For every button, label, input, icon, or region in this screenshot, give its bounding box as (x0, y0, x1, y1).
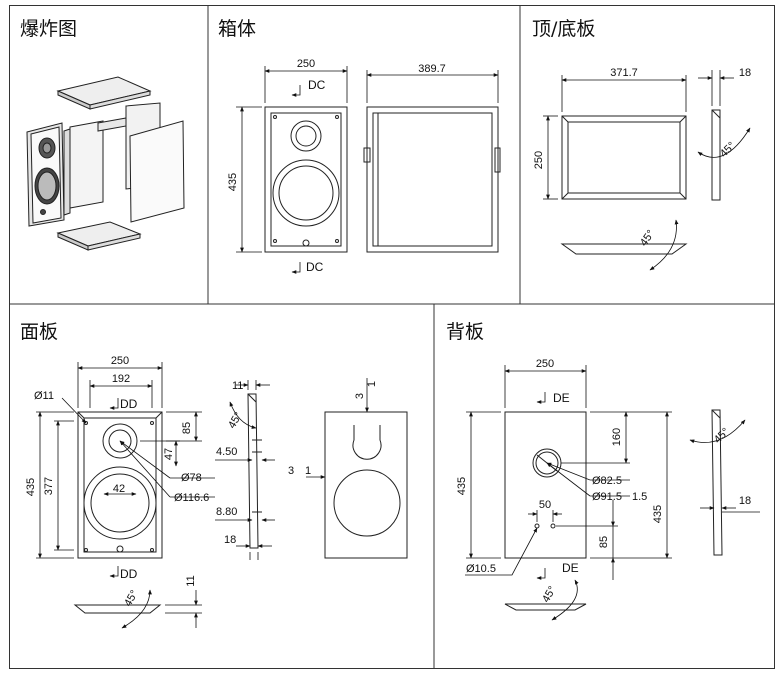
topbottom-length-label: 371.7 (610, 67, 638, 79)
back-section-top: DE (553, 391, 570, 405)
back-side-18-label: 18 (739, 495, 751, 507)
front-labels: 250 192 435 377 Ø11 DD DD 85 47 Ø78 42 Ø… (25, 355, 378, 609)
topbottom-thickness-label: 18 (739, 67, 751, 79)
back-port-depth-label: 1.5 (632, 491, 647, 503)
back-port-dia-label: Ø82.5 (592, 475, 622, 487)
front-section-top: DD (120, 397, 138, 411)
front-baffle-view (73, 411, 163, 614)
exploded-view (26, 76, 185, 251)
exploded-title: 爆炸图 (20, 18, 78, 40)
back-section-bottom: DE (562, 561, 579, 575)
back-terminal-hole-label: Ø10.5 (466, 563, 496, 575)
cabinet-labels: 250 389.7 435 DC DC (227, 58, 446, 274)
front-section-bottom: DD (120, 567, 138, 581)
frame (9, 5, 775, 669)
front-42-label: 42 (113, 483, 125, 495)
back-height-left-label: 435 (456, 477, 468, 495)
cabinet-side-view (363, 106, 501, 253)
back-50-label: 50 (539, 499, 551, 511)
cabinet-section-top: DC (308, 78, 326, 92)
front-bottom-angle-label: 45° (122, 588, 141, 608)
cabinet-section-bottom: DC (306, 260, 324, 274)
front-side-880-label: 8.80 (216, 506, 237, 518)
back-title: 背板 (446, 321, 485, 343)
front-side-18-label: 18 (224, 534, 236, 546)
topbottom-dimensions (543, 70, 751, 271)
back-side-angle-label: 45° (712, 426, 732, 446)
front-85-label: 85 (181, 422, 193, 434)
front-side-section (247, 393, 262, 549)
cabinet-title: 箱体 (218, 18, 257, 40)
front-side-450-label: 4.50 (216, 446, 237, 458)
cabinet-height-label: 435 (227, 173, 239, 191)
front-recess-b-label: 1 (366, 381, 378, 387)
front-title: 面板 (20, 321, 59, 343)
front-47-label: 47 (163, 448, 175, 460)
topbottom-labels: 371.7 18 250 45° 45° (533, 67, 751, 249)
cabinet-width-label: 250 (297, 58, 315, 70)
front-inner-height-label: 377 (43, 477, 55, 495)
front-dimensions (36, 362, 369, 629)
topbottom-views (560, 109, 721, 255)
front-side-angle-label: 45° (226, 410, 245, 430)
topbottom-angle2-label: 45° (638, 228, 657, 249)
cabinet-depth-label: 389.7 (418, 63, 446, 75)
front-width-label: 250 (111, 355, 129, 367)
front-bottom-11-label: 11 (185, 575, 197, 586)
front-side-11-label: 11 (232, 380, 243, 392)
back-160-label: 160 (611, 428, 623, 446)
front-inner-width-label: 192 (112, 373, 130, 385)
topbottom-width-label: 250 (533, 151, 545, 169)
front-tweeter-dia-label: Ø78 (181, 472, 202, 484)
topbottom-angle1-label: 45° (718, 140, 738, 160)
front-recess-c-label: 3 (288, 465, 294, 477)
front-woofer-dia-label: Ø116.6 (174, 492, 209, 504)
back-dimensions (465, 365, 760, 621)
cabinet-dimensions (236, 66, 499, 274)
cabinet-front-view (264, 106, 348, 253)
front-recess-a-label: 3 (354, 393, 366, 399)
front-height-label: 435 (25, 478, 37, 496)
topbottom-title: 顶/底板 (532, 18, 596, 40)
back-85-label: 85 (598, 536, 610, 548)
front-hole-label: Ø11 (34, 390, 54, 402)
back-port-outer-dia-label: Ø91.5 (592, 491, 622, 503)
back-width-label: 250 (536, 358, 554, 370)
front-recess-view (324, 411, 408, 559)
back-height-right-label: 435 (652, 505, 664, 523)
back-labels: 250 DE DE 435 435 160 Ø82.5 Ø91.5 1.5 50… (456, 358, 751, 605)
back-bottom-angle-label: 45° (540, 584, 559, 604)
front-recess-d-label: 1 (305, 465, 311, 477)
